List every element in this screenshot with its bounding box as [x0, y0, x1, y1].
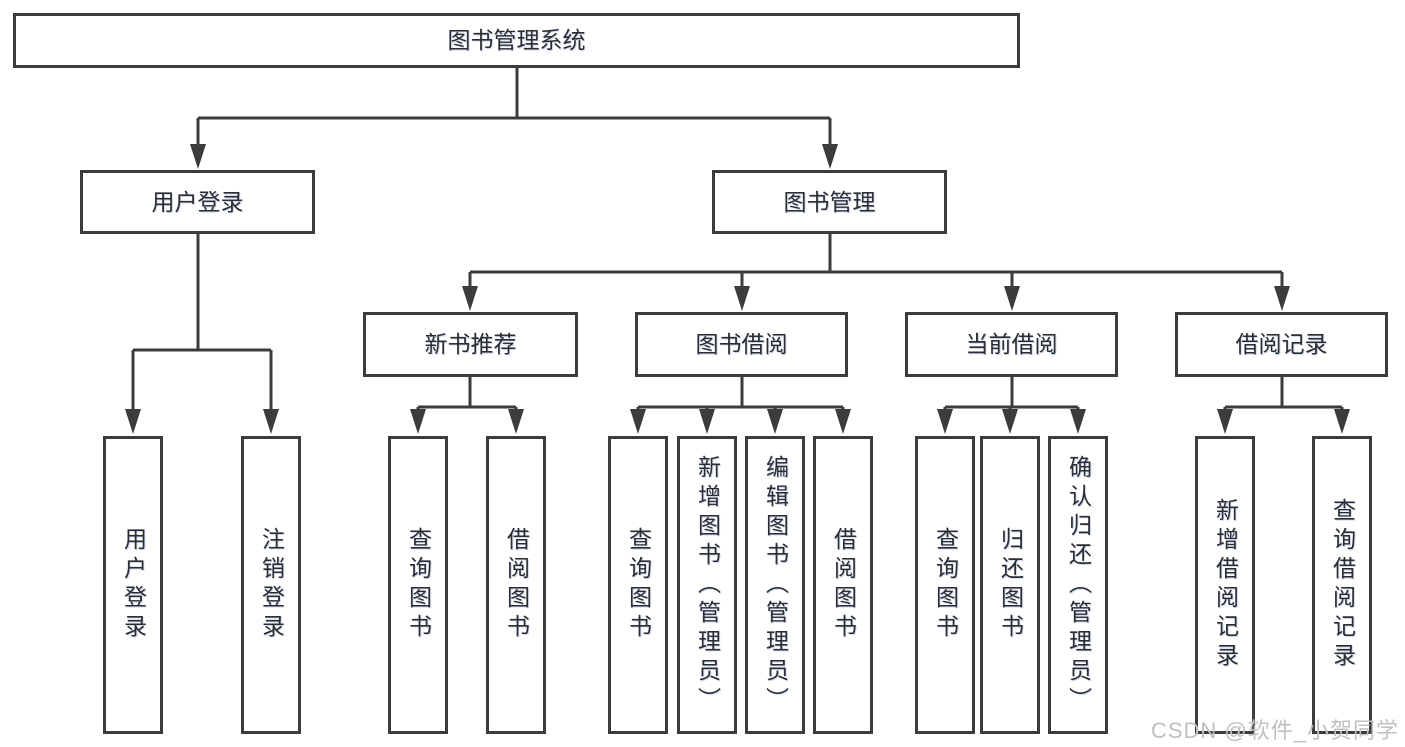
node-label: 新增图书（管理员） [694, 454, 721, 716]
node-current-borrowing: 当前借阅 [905, 312, 1118, 377]
node-library-management-system: 图书管理系统 [13, 13, 1020, 68]
node-label: 归还图书 [997, 527, 1024, 643]
node-book-management: 图书管理 [712, 170, 947, 234]
arrowhead-icon [1002, 409, 1018, 434]
node-label: 编辑图书（管理员） [762, 454, 789, 716]
arrowhead-icon [1274, 286, 1290, 311]
arrowhead-icon [1004, 286, 1020, 311]
leaf-query-books-borrow: 查询图书 [608, 436, 668, 734]
arrowhead-icon [508, 409, 524, 434]
leaf-return-books: 归还图书 [980, 436, 1040, 734]
node-label: 查询图书 [625, 527, 652, 643]
edge-current-to-leaves [943, 377, 1080, 413]
arrowhead-icon [699, 409, 715, 434]
leaf-user-login: 用户登录 [103, 436, 163, 734]
leaf-query-books-recommend: 查询图书 [388, 436, 448, 734]
node-label: 图书管理系统 [447, 27, 586, 53]
arrowhead-icon [937, 409, 953, 434]
node-label: 用户登录 [120, 527, 147, 643]
node-label: 图书借阅 [695, 331, 788, 357]
arrowhead-icon [734, 286, 750, 311]
node-user-login: 用户登录 [80, 170, 315, 234]
node-label: 查询图书 [405, 527, 432, 643]
leaf-confirm-return-admin: 确认归还（管理员） [1048, 436, 1108, 734]
arrowhead-icon [125, 409, 141, 434]
node-label: 借阅图书 [503, 527, 530, 643]
node-new-book-recommendation: 新书推荐 [363, 312, 578, 377]
node-label: 注销登录 [258, 527, 285, 643]
csdn-watermark: CSDN @软件_小贺同学 [1150, 718, 1399, 743]
edge-recommend-to-leaves [416, 377, 518, 413]
arrowhead-icon [1070, 409, 1086, 434]
leaf-query-borrow-record: 查询借阅记录 [1312, 436, 1372, 734]
node-label: 借阅记录 [1235, 331, 1328, 357]
node-book-borrowing: 图书借阅 [635, 312, 848, 377]
arrowhead-icon [410, 409, 426, 434]
arrowheads [125, 144, 1350, 434]
leaf-edit-book-admin: 编辑图书（管理员） [745, 436, 805, 734]
node-label: 用户登录 [151, 188, 244, 215]
node-label: 查询图书 [932, 527, 959, 643]
leaf-logout: 注销登录 [241, 436, 301, 734]
leaf-add-book-admin: 新增图书（管理员） [677, 436, 737, 734]
node-label: 新书推荐 [424, 331, 517, 357]
node-label: 当前借阅 [965, 331, 1058, 357]
edge-records-to-leaves [1223, 377, 1344, 413]
node-label: 借阅图书 [830, 527, 857, 643]
arrowhead-icon [767, 409, 783, 434]
arrowhead-icon [1334, 409, 1350, 434]
leaf-borrow-books-recommend: 借阅图书 [486, 436, 546, 734]
arrowhead-icon [1217, 409, 1233, 434]
edge-mgmt-to-level3 [468, 234, 1284, 290]
arrowhead-icon [190, 144, 206, 169]
arrowhead-icon [462, 286, 478, 311]
edge-borrow-to-leaves [636, 377, 845, 413]
leaf-add-borrow-record: 新增借阅记录 [1195, 436, 1255, 734]
arrowhead-icon [835, 409, 851, 434]
node-label: 新增借阅记录 [1212, 498, 1239, 672]
arrowhead-icon [822, 144, 838, 169]
node-label: 图书管理 [783, 188, 876, 215]
arrowhead-icon [263, 409, 279, 434]
node-label: 查询借阅记录 [1329, 498, 1356, 672]
leaf-borrow-books-borrow: 借阅图书 [813, 436, 873, 734]
node-borrowing-records: 借阅记录 [1175, 312, 1388, 377]
edge-login-to-leaves [131, 234, 273, 412]
edge-root-to-level2 [196, 68, 832, 148]
leaf-query-books-current: 查询图书 [915, 436, 975, 734]
node-label: 确认归还（管理员） [1065, 454, 1092, 716]
arrowhead-icon [630, 409, 646, 434]
